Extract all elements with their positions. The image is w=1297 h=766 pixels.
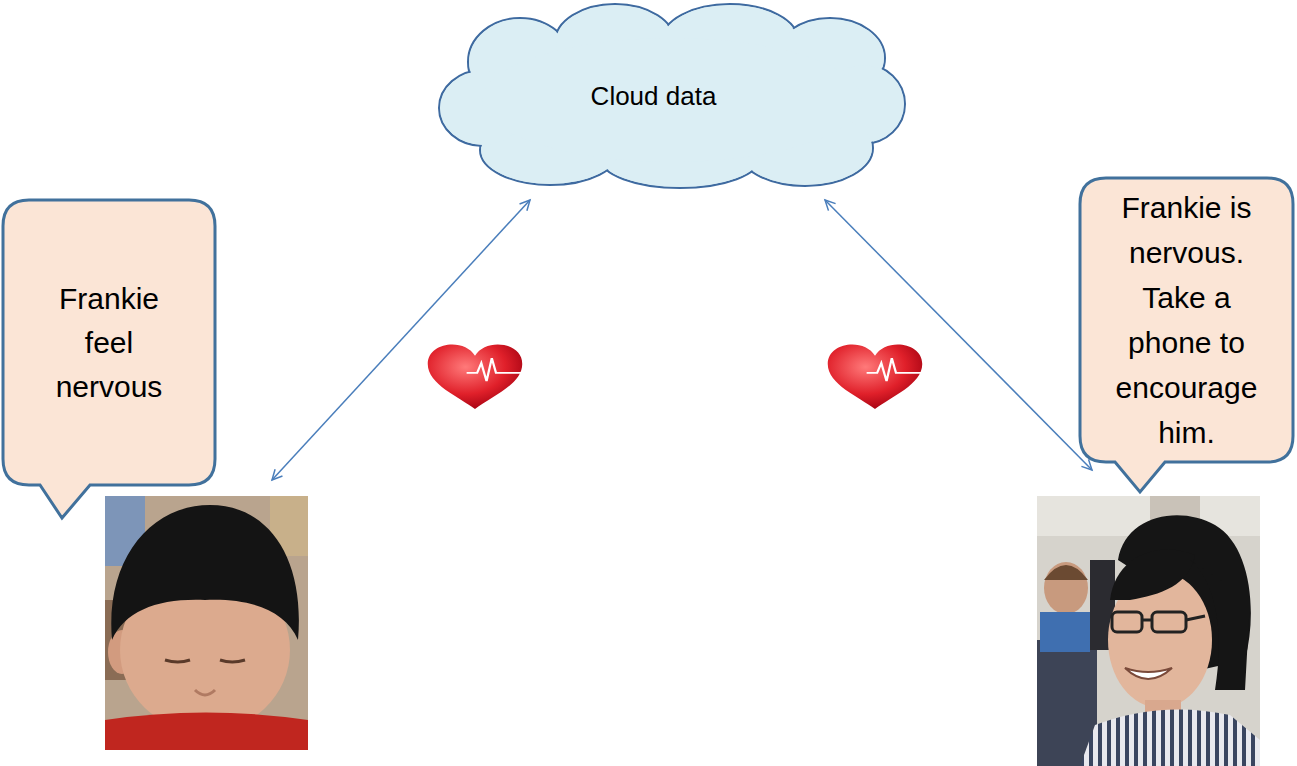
person-photo <box>1044 565 1088 580</box>
heart-icon <box>828 344 923 409</box>
person-photo <box>1125 668 1172 679</box>
speech-bubble <box>3 200 215 518</box>
link-arrow <box>825 200 1092 470</box>
bubble-text: Frankie feel nervous <box>42 277 177 409</box>
cloud-label: Cloud data <box>544 80 764 112</box>
person-photo <box>220 660 245 662</box>
person-photo <box>1044 562 1088 614</box>
heart-icon <box>428 344 523 409</box>
person-photo <box>105 713 308 751</box>
person-photo <box>1037 496 1260 766</box>
heart-icon <box>828 344 923 409</box>
speech-bubble: Frankie feel nervous <box>3 200 215 485</box>
person-photo <box>1037 496 1260 766</box>
person-photo <box>1112 612 1142 632</box>
person-photo <box>195 690 215 695</box>
person-photo <box>1040 612 1090 652</box>
heart-icon <box>467 358 523 381</box>
link-arrow <box>272 200 1092 480</box>
link-arrow <box>272 200 530 480</box>
speech-bubble: Frankie is nervous. Take a phone to enco… <box>1080 178 1293 462</box>
cloud-shape <box>482 38 862 162</box>
person-photo <box>1080 709 1260 766</box>
person-photo <box>1186 616 1205 620</box>
person-photo <box>1190 560 1250 690</box>
person-photo <box>111 505 299 640</box>
heart-icon <box>428 344 523 409</box>
person-photo <box>1142 619 1152 622</box>
person-photo <box>105 496 308 750</box>
person-photo <box>105 496 308 750</box>
bubble-text: Frankie is nervous. Take a phone to enco… <box>1107 185 1267 455</box>
heart-icon <box>867 358 923 381</box>
cloud-node: Cloud data <box>435 0 910 192</box>
speech-bubble <box>1080 178 1293 492</box>
person-photo <box>1152 612 1186 632</box>
person-photo <box>165 660 190 662</box>
person-photo <box>1110 549 1195 600</box>
